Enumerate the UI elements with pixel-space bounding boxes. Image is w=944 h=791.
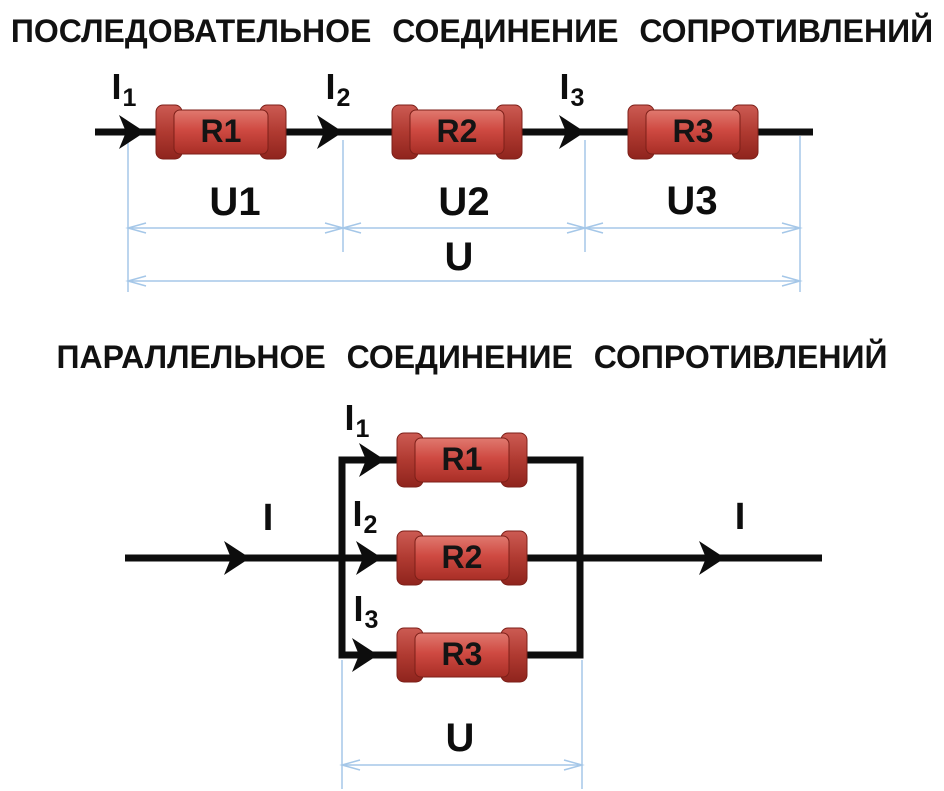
- current-arrow-icon: [352, 638, 378, 672]
- current-symbol: I: [559, 66, 570, 107]
- current-symbol: I: [352, 493, 363, 534]
- series-total-voltage-label: U: [444, 235, 474, 279]
- series-resistor-label-r2: R2: [436, 113, 478, 149]
- series-voltage-label-u2: U2: [438, 180, 490, 224]
- current-symbol: I: [325, 66, 336, 107]
- current-subscript: 2: [363, 511, 378, 539]
- current-symbol: I: [353, 588, 364, 629]
- current-symbol: I: [111, 66, 122, 107]
- series-dimension-lines: [125, 136, 803, 292]
- series-voltage-label-u3: U3: [666, 179, 718, 223]
- series-resistor-label-r1: R1: [200, 113, 242, 149]
- current-subscript: 3: [364, 606, 379, 634]
- series-circuit-graphic: [95, 104, 813, 292]
- parallel-current-label-i2: I2: [352, 493, 378, 538]
- parallel-dimension-lines: [339, 660, 585, 789]
- parallel-current-label-i3: I3: [353, 588, 379, 633]
- current-arrow-icon: [317, 115, 343, 149]
- resistor-r1-series-graphic: [155, 104, 287, 160]
- resistor-r3-parallel-graphic: [396, 627, 528, 683]
- parallel-output-current-label: I: [734, 496, 746, 538]
- current-arrow-icon: [559, 115, 585, 149]
- parallel-input-current-label: I: [262, 497, 274, 539]
- parallel-resistor-label-r2: R2: [441, 539, 483, 575]
- parallel-current-label-i1: I1: [344, 397, 370, 442]
- resistor-r1-parallel-graphic: [396, 432, 528, 488]
- current-symbol: I: [344, 397, 355, 438]
- parallel-total-voltage-label: U: [445, 716, 475, 760]
- series-current-label-i3: I3: [559, 66, 585, 111]
- parallel-circuit-graphic: [125, 432, 822, 789]
- parallel-resistor-label-r3: R3: [441, 636, 483, 672]
- parallel-resistor-label-r1: R1: [441, 441, 483, 477]
- current-subscript: 3: [570, 84, 585, 112]
- current-subscript: 2: [336, 84, 351, 112]
- series-current-label-i2: I2: [325, 66, 351, 111]
- current-subscript: 1: [122, 84, 137, 112]
- series-title: ПОСЛЕДОВАТЕЛЬНОЕ СОЕДИНЕНИЕ СОПРОТИВЛЕНИ…: [10, 13, 934, 49]
- resistor-r3-series-graphic: [627, 104, 759, 160]
- current-arrow-icon: [224, 541, 250, 575]
- current-arrow-icon: [119, 115, 145, 149]
- current-arrow-icon: [359, 443, 385, 477]
- current-arrow-icon: [699, 541, 725, 575]
- series-voltage-label-u1: U1: [209, 180, 261, 224]
- resistor-r2-parallel-graphic: [396, 530, 528, 586]
- current-arrow-icon: [356, 541, 382, 575]
- series-resistor-label-r3: R3: [672, 113, 714, 149]
- parallel-title: ПАРАЛЛЕЛЬНОЕ СОЕДИНЕНИЕ СОПРОТИВЛЕНИЙ: [56, 339, 888, 375]
- current-subscript: 1: [355, 415, 370, 443]
- resistor-r2-series-graphic: [391, 104, 523, 160]
- series-current-label-i1: I1: [111, 66, 137, 111]
